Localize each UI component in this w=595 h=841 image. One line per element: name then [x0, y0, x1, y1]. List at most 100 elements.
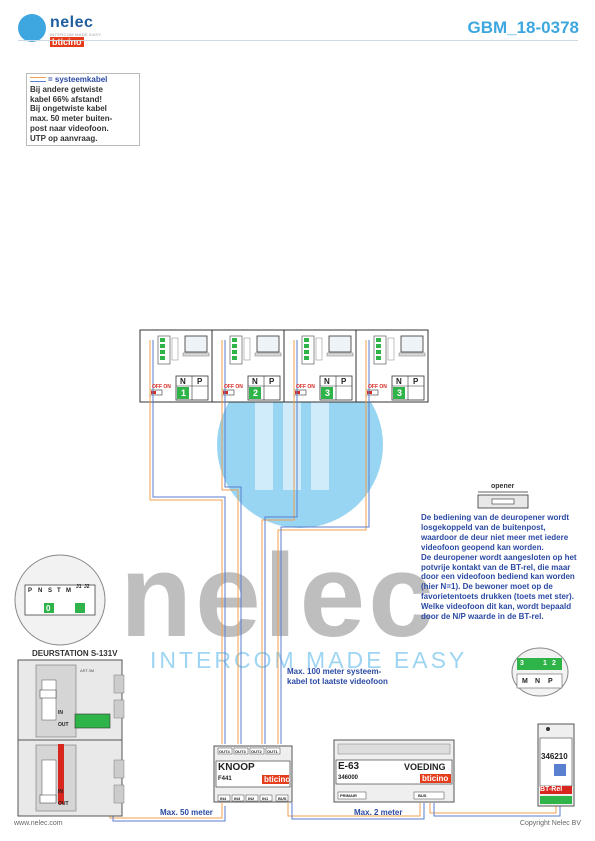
- monitor-p-label: P: [341, 377, 347, 386]
- knoop-title: KNOOP: [218, 762, 255, 773]
- videophone-row: [139, 329, 429, 403]
- legend-line: kabel 66% afstand!: [30, 94, 103, 104]
- btrel-sub-label: N: [535, 678, 541, 685]
- monitor-p-label: P: [269, 377, 275, 386]
- voeding-code: 346000: [338, 775, 359, 781]
- system-cables: [109, 340, 561, 822]
- doorstation-in-label: IN: [58, 710, 63, 716]
- terminal-label: J1: [76, 584, 82, 590]
- voeding-right-label: BUS: [418, 793, 427, 798]
- brand-tag: INTERCOM MADE EASY: [50, 32, 102, 37]
- max-2-note: Max. 2 meter: [354, 808, 403, 817]
- monitor-n-value: 1: [181, 388, 187, 398]
- voeding-left-label: PRIMAIR: [340, 793, 357, 798]
- legend-title: = systeemkabel: [48, 75, 108, 84]
- bt-rel-module: [537, 723, 575, 807]
- voeding-brand: bticino: [422, 774, 449, 783]
- videophone-unit: [355, 329, 429, 403]
- monitor-n-value: 3: [397, 388, 403, 398]
- legend-line: UTP op aanvraag.: [30, 133, 98, 143]
- monitor-switch-label: OFF ON: [368, 384, 387, 390]
- knoop-in-label: IN2: [248, 796, 255, 801]
- knoop-in-label: IN1: [262, 796, 269, 801]
- videophone-unit: [211, 329, 285, 403]
- btrel-top-label: 1: [543, 660, 547, 667]
- note-paragraph: De deuropener wordt aangesloten op het p…: [421, 552, 577, 602]
- terminal-label: N: [38, 588, 43, 594]
- voeding-subtitle: VOEDING: [404, 762, 446, 772]
- videophone-unit: [139, 329, 213, 403]
- doorstation-title: DEURSTATION S-131V: [32, 649, 118, 658]
- legend-line: Bij andere getwiste: [30, 84, 103, 94]
- footer-website[interactable]: www.nelec.com: [14, 820, 63, 827]
- watermark-letters: nelec: [120, 530, 437, 662]
- footer-copyright: Copyright Nelec BV: [519, 820, 581, 827]
- terminal-value: 0: [46, 604, 51, 613]
- btrel-top-label: 3: [520, 660, 524, 667]
- monitor-p-label: P: [413, 377, 419, 386]
- note-paragraph: De bediening van de deuropener wordt los…: [421, 513, 570, 552]
- max-50-note: Max. 50 meter: [160, 808, 213, 817]
- door-station: [17, 659, 125, 817]
- terminal-label: T: [57, 588, 61, 594]
- terminal-detail: [14, 554, 106, 646]
- monitor-n-label: N: [180, 377, 186, 386]
- btrel-top-label: 2: [552, 660, 556, 667]
- header-divider: [18, 40, 578, 41]
- monitor-n-label: N: [324, 377, 330, 386]
- watermark-circle: [217, 362, 383, 528]
- monitor-n-value: 3: [325, 388, 331, 398]
- knoop-module: [213, 745, 293, 803]
- monitor-n-label: N: [252, 377, 258, 386]
- btrel-code: 346210: [541, 752, 568, 761]
- system-cable-note: Max. 100 meter systeem- kabel tot laatst…: [287, 667, 388, 687]
- document-id: GBM_18-0378: [467, 18, 579, 37]
- monitor-n-label: N: [396, 377, 402, 386]
- knoop-brand: bticino: [264, 775, 291, 784]
- btrel-name: BT-Rel: [540, 786, 563, 793]
- nelec-logo: nelec INTERCOM MADE EASY bticino: [18, 14, 128, 47]
- knoop-out-label: OUT3: [235, 749, 246, 754]
- videophone-unit: [283, 329, 357, 403]
- watermark-tagline: INTERCOM MADE EASY: [150, 647, 468, 673]
- terminal-label: J2: [84, 584, 90, 590]
- system-cable-swatch: [30, 77, 46, 83]
- brand-name: nelec: [50, 14, 94, 31]
- knoop-out-label: OUT1: [267, 749, 278, 754]
- knoop-out-label: OUT2: [251, 749, 262, 754]
- brand-sub: bticino: [50, 37, 84, 47]
- door-opener: [477, 491, 529, 509]
- legend-line: max. 50 meter buiten-: [30, 114, 113, 124]
- terminal-label: S: [48, 588, 53, 594]
- opener-label: opener: [491, 483, 515, 490]
- legend-line: post naar videofoon.: [30, 123, 109, 133]
- doorstation-in-label: IN: [58, 789, 63, 795]
- btrel-sub-label: M: [522, 678, 528, 685]
- monitor-switch-label: OFF ON: [296, 384, 315, 390]
- knoop-out-label: OUT4: [219, 749, 230, 754]
- voeding-module: [333, 739, 455, 803]
- knoop-in-label: IN3: [234, 796, 241, 801]
- monitor-p-label: P: [197, 377, 203, 386]
- doorstation-module-code: ART.3M: [80, 668, 95, 673]
- monitor-switch-label: OFF ON: [152, 384, 171, 390]
- terminal-label: M: [66, 588, 71, 594]
- system-cable-note-line: kabel tot laatste videofoon: [287, 677, 388, 686]
- nelec-logo-mark: [18, 14, 46, 42]
- system-cable-note-line: Max. 100 meter systeem-: [287, 667, 382, 676]
- legend-line: Bij ongetwiste kabel: [30, 104, 107, 114]
- knoop-in-label: IN4: [220, 796, 227, 801]
- doorstation-out-label: OUT: [58, 722, 69, 728]
- monitor-switch-label: OFF ON: [224, 384, 243, 390]
- note-paragraph: Welke videofoon dit kan, wordt bepaald d…: [421, 602, 572, 622]
- monitor-n-value: 2: [253, 388, 259, 398]
- doorstation-out-label: OUT: [58, 801, 69, 807]
- explanation-note: De bediening van de deuropener wordt los…: [421, 513, 579, 622]
- terminal-label: P: [28, 588, 33, 594]
- bt-rel-detail: [511, 647, 569, 697]
- cable-legend: = systeemkabel Bij andere getwiste kabel…: [26, 73, 140, 146]
- btrel-sub-label: P: [548, 678, 553, 685]
- knoop-code: F441: [218, 776, 232, 782]
- voeding-title: E-63: [338, 761, 360, 772]
